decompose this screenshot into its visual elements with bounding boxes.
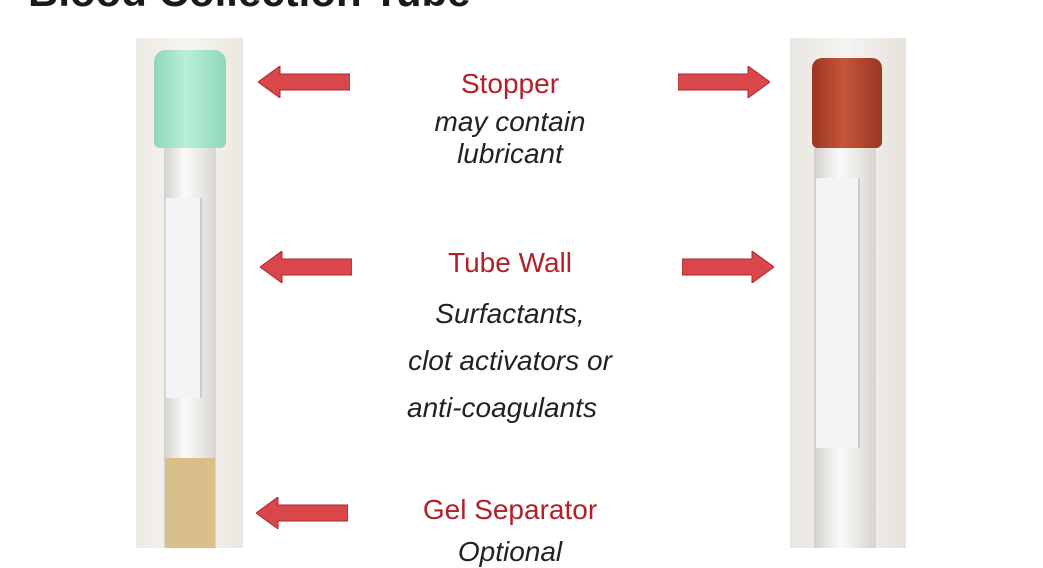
arrow-right-wall <box>682 251 774 283</box>
arrow-left-stopper <box>258 66 350 98</box>
tube-wall-line: Surfactants, <box>435 298 585 329</box>
green-stopper <box>154 50 226 148</box>
tube-wall-line: anti-coagulants <box>407 392 597 423</box>
gel-separator-description: Optional <box>457 536 563 567</box>
arrow-left-wall <box>260 251 352 283</box>
stopper-line: lubricant <box>457 138 563 169</box>
slide-title: Blood Collection Tube <box>28 0 471 16</box>
left-tube-photo <box>136 38 243 548</box>
tube-wall-description: Surfactants, clot activators or anti-coa… <box>407 290 612 431</box>
tube-label <box>816 178 860 448</box>
stopper-line: may contain <box>434 106 586 137</box>
tube-wall-line: clot activators or <box>408 345 612 376</box>
arrow-left-gel <box>256 497 348 529</box>
gel-separator <box>165 458 215 548</box>
right-tube-photo <box>790 38 906 548</box>
gel-separator-heading: Gel Separator <box>422 494 598 525</box>
red-stopper <box>812 58 882 148</box>
tube-wall-heading: Tube Wall <box>448 247 572 278</box>
stopper-description: may contain lubricant <box>435 106 586 170</box>
stopper-heading: Stopper <box>460 68 560 99</box>
arrow-right-stopper <box>678 66 770 98</box>
tube-label <box>166 198 202 398</box>
